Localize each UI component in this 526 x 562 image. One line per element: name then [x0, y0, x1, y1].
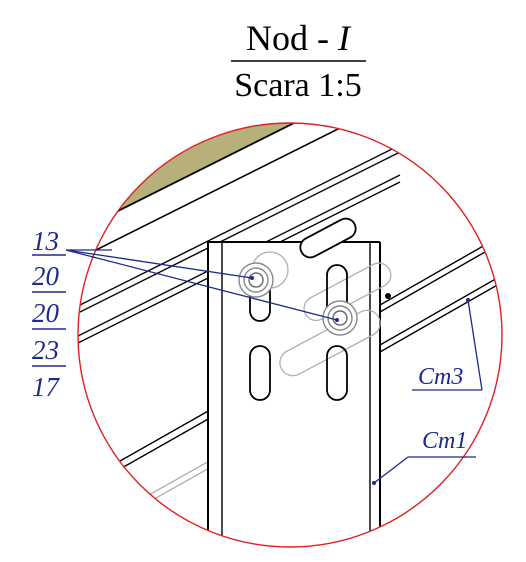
beam-edge-2: [78, 123, 361, 269]
ct3-label: Cт3: [418, 364, 463, 390]
fastener-leader-to-upper-bolt: [65, 249, 253, 279]
fastener-value-5: 17: [32, 372, 61, 402]
leader-end-dot-1: [250, 276, 254, 280]
ct1-label: Cт1: [422, 428, 467, 454]
slot-hole-4: [326, 345, 348, 401]
rail-upper-b: [78, 151, 401, 323]
fastener-value-3: 20: [32, 298, 60, 328]
fastener-value-1: 13: [32, 226, 59, 256]
scale-label: Scara 1:5: [234, 67, 361, 104]
hidden-slot-a: [279, 309, 381, 377]
rail-upper-a: [78, 144, 401, 316]
fastener-leader-to-lower-bolt: [65, 249, 338, 321]
fastener-value-2: 20: [32, 261, 60, 291]
rail-ct3-a: [379, 264, 502, 346]
detail-title-text: Nod -: [246, 18, 338, 58]
beam-section-fill: [78, 123, 320, 240]
beam-edge-1: [78, 123, 331, 241]
rail-ct3-b: [379, 271, 502, 353]
bolt-upper: [238, 262, 274, 298]
ct1-leader: [373, 456, 409, 484]
ct1-leader-dot: [372, 481, 376, 485]
rail-lower-a: [78, 409, 211, 496]
leader-end-dot-2: [335, 318, 339, 322]
hidden-slot-b: [303, 262, 392, 322]
detail-title: Nod - I: [246, 18, 352, 58]
ct3-leader: [467, 299, 483, 391]
detail-circle: [77, 122, 503, 548]
rail-lower-b: [78, 417, 211, 504]
ct1-callout: Cт1: [372, 428, 476, 485]
slot-hole-3: [249, 345, 271, 401]
detail-title-roman: I: [337, 18, 352, 58]
ct3-leader-dot: [466, 298, 470, 302]
rail-end-dot: [385, 293, 391, 299]
detail-content: [78, 123, 502, 547]
rail-lower-right-a: [379, 224, 502, 306]
ct3-callout: Cт3: [412, 298, 483, 391]
fastener-value-4: 23: [32, 335, 59, 365]
post-fill: [208, 242, 380, 547]
fastener-callout: 13 20 20 23 17: [32, 226, 339, 402]
slot-hole-top: [299, 217, 357, 259]
